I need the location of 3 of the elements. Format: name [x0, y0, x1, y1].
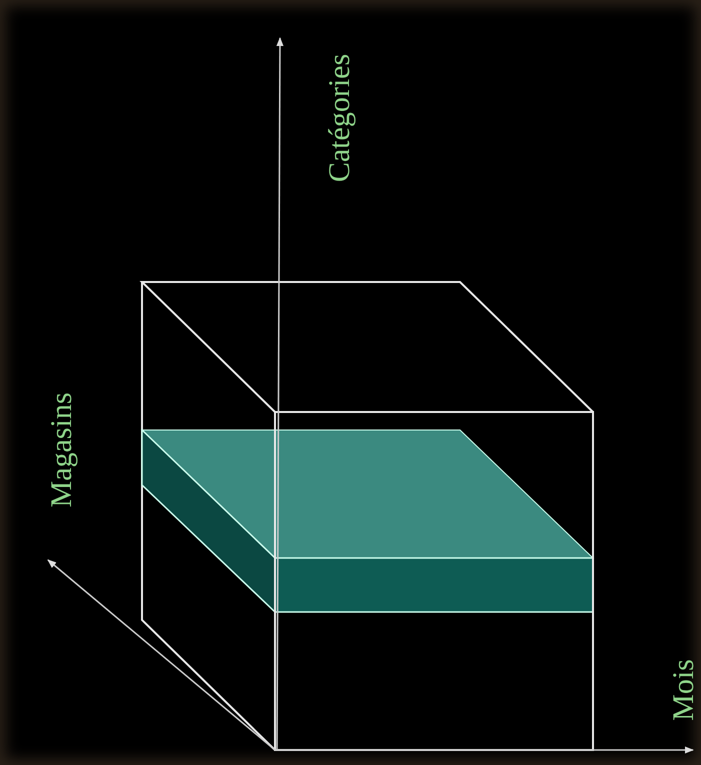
axis-label: Catégories: [323, 54, 357, 182]
axis-label: Mois: [667, 659, 701, 721]
axis-label: Magasins: [45, 392, 79, 508]
